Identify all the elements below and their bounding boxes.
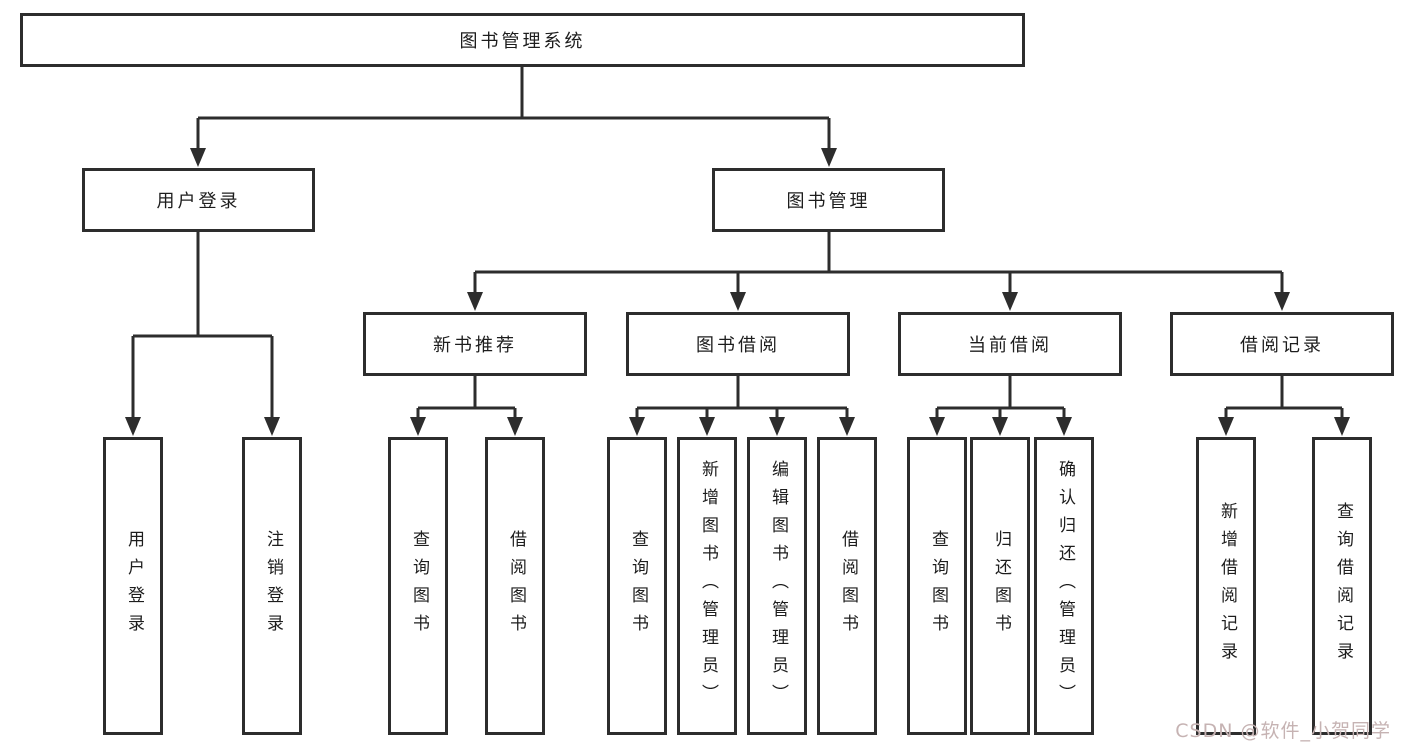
leaf-records-add-record: 新增借阅记录	[1196, 437, 1256, 735]
node-user-login: 用户登录	[82, 168, 315, 232]
leaf-newbook-query-book: 查询图书	[388, 437, 448, 735]
node-book-borrow: 图书借阅	[626, 312, 850, 376]
leaf-current-confirm-return-admin: 确认归还（管理员）	[1034, 437, 1094, 735]
leaf-borrow-edit-book-admin: 编辑图书（管理员）	[747, 437, 807, 735]
node-root: 图书管理系统	[20, 13, 1025, 67]
leaf-records-query-record: 查询借阅记录	[1312, 437, 1372, 735]
leaf-newbook-borrow-book: 借阅图书	[485, 437, 545, 735]
leaf-logout: 注销登录	[242, 437, 302, 735]
node-current-borrow: 当前借阅	[898, 312, 1122, 376]
leaf-borrow-add-book-admin: 新增图书（管理员）	[677, 437, 737, 735]
node-new-book-recommend: 新书推荐	[363, 312, 587, 376]
leaf-borrow-borrow-book: 借阅图书	[817, 437, 877, 735]
leaf-current-return-book: 归还图书	[970, 437, 1030, 735]
arrowhead-icons	[125, 148, 1350, 436]
node-borrow-records: 借阅记录	[1170, 312, 1394, 376]
leaf-current-query-book: 查询图书	[907, 437, 967, 735]
leaf-user-login: 用户登录	[103, 437, 163, 735]
node-book-management: 图书管理	[712, 168, 945, 232]
leaf-borrow-query-book: 查询图书	[607, 437, 667, 735]
watermark: CSDN @软件_小贺同学	[1175, 720, 1391, 742]
